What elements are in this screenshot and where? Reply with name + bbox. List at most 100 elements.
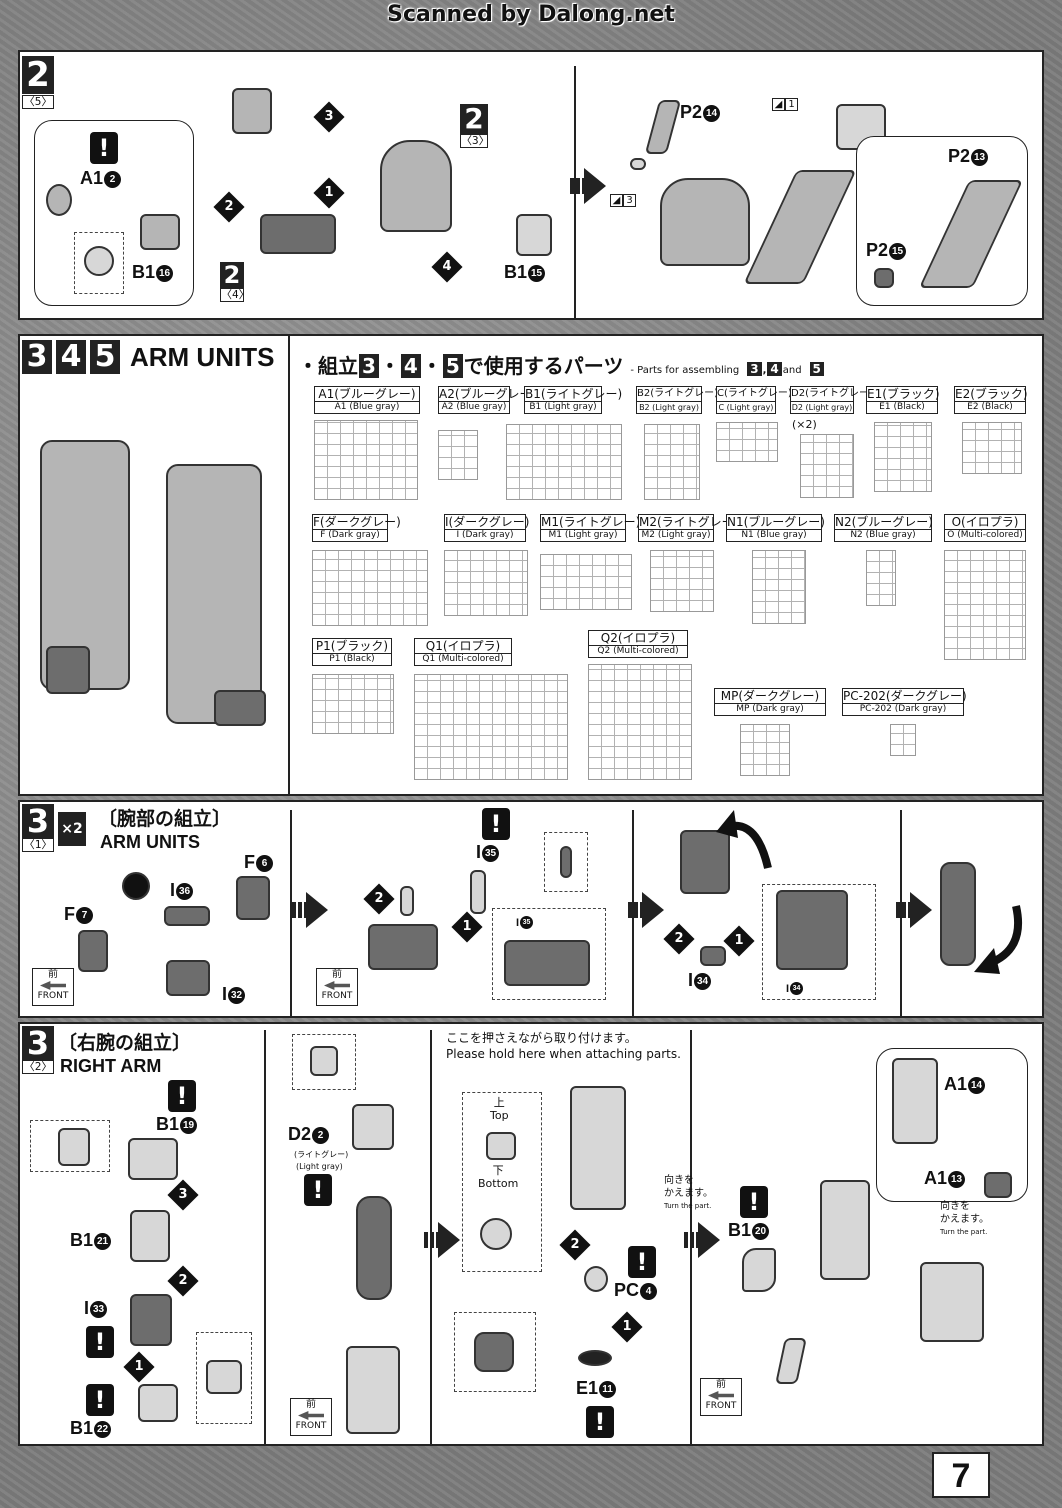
arm-preview-left-hand	[46, 646, 90, 694]
caution-icon: !	[86, 1384, 114, 1416]
step-number-3: 3	[22, 340, 52, 374]
runner-label-i: I(ダークグレー)I (Dark gray)	[444, 514, 530, 542]
inner-step-sub-left: 〈4〉	[220, 288, 250, 302]
part-forearm-inner	[368, 924, 438, 970]
part-lever	[400, 886, 414, 916]
caution-icon: !	[86, 1326, 114, 1358]
runner-image-b2	[644, 424, 700, 500]
caution-icon: !	[586, 1406, 614, 1438]
part-shoulder-plate	[232, 88, 272, 134]
polycap-side	[486, 1132, 516, 1160]
flow-arrow	[896, 892, 932, 928]
runner-label-n2: N2(ブルーグレー)N2 (Blue gray)	[834, 514, 933, 542]
part-forearm-detail	[504, 940, 590, 986]
section-title: ARM UNITS	[130, 342, 275, 372]
step-title-en: RIGHT ARM	[60, 1056, 162, 1076]
runner-image-mp	[740, 724, 790, 776]
sequence-3: 3	[167, 1179, 199, 1211]
runner-image-f	[312, 550, 428, 626]
runner-label-b1: B1(ライトグレー)B1 (Light gray)	[524, 386, 623, 414]
page-number: 7	[932, 1452, 990, 1498]
part-f6	[236, 876, 270, 920]
inner-step-sub: 〈3〉	[460, 134, 490, 148]
step-number-5: 5	[90, 340, 120, 374]
runner-image-i	[444, 550, 528, 616]
part-b1-19	[128, 1138, 178, 1180]
runner-image-m1	[540, 554, 632, 610]
part-b1-22	[138, 1384, 178, 1422]
part-small-tab	[630, 158, 646, 170]
flow-arrow	[628, 892, 664, 928]
part-a1-2	[46, 184, 72, 216]
flow-arrow	[424, 1222, 460, 1258]
d2-color-jp: (ライトグレー)	[294, 1150, 349, 1159]
runner-image-e2	[962, 422, 1022, 474]
runner-image-n2	[866, 550, 896, 606]
runner-image-m2	[650, 550, 714, 612]
turn-note-1: 向きをかえます。Turn the part.	[664, 1175, 713, 1210]
runner-label-m2: M2(ライトグレー)M2 (Light gray)	[638, 514, 739, 542]
caution-icon: !	[304, 1174, 332, 1206]
runner-label-e1: E1(ブラック)E1 (Black)	[866, 386, 940, 414]
runner-image-d2	[800, 434, 854, 498]
step3-2-divider-1	[264, 1030, 266, 1444]
step-number: 3	[22, 804, 54, 838]
part-a1-14	[892, 1058, 938, 1144]
sequence-2: 2	[663, 923, 695, 955]
part-f7	[78, 930, 108, 972]
part-d2	[352, 1104, 394, 1150]
part-b1-19-detail	[58, 1128, 90, 1166]
runner-label-a1: A1(ブルーグレー)A1 (Blue gray)	[314, 386, 420, 414]
hold-note-en: Please hold here when attaching parts.	[446, 1047, 681, 1061]
caution-icon: !	[168, 1080, 196, 1112]
rotate-arrow	[974, 905, 1023, 974]
runner-label-p1: P1(ブラック)P1 (Black)	[312, 638, 392, 666]
runner-image-e1	[874, 422, 932, 492]
inner-step-number: 2	[460, 104, 488, 134]
sequence-2: 2	[213, 191, 245, 223]
step-substep: 〈1〉	[22, 838, 54, 852]
arm-preview-right-hand	[214, 690, 266, 726]
part-forearm-upper	[356, 1196, 392, 1300]
part-b1-16	[140, 214, 180, 250]
sequence-1: 1	[611, 1311, 643, 1343]
flow-arrow	[570, 168, 606, 204]
part-a1-13	[984, 1172, 1012, 1198]
part-forearm-lower	[346, 1346, 400, 1434]
runner-image-p1	[312, 674, 394, 734]
runner-label-c: C(ライトグレー)C (Light gray)	[716, 386, 792, 414]
rotate-arrow	[716, 810, 772, 869]
step-substep: 〈5〉	[22, 95, 54, 109]
runner-label-b2: B2(ライトグレー)B2 (Light gray)	[636, 386, 719, 414]
sequence-2: 2	[363, 883, 395, 915]
runner-label-q1: Q1(イロプラ)Q1 (Multi-colored)	[414, 638, 512, 666]
part-elbow-assembly	[820, 1180, 870, 1280]
sequence-2: 2	[559, 1229, 591, 1261]
sequence-4: 4	[431, 251, 463, 283]
part-forearm-i34-detail	[776, 890, 848, 970]
sequence-1: 1	[313, 177, 345, 209]
runner-image-a2	[438, 430, 478, 480]
runner-image-b1	[506, 424, 622, 500]
part-i35	[470, 870, 486, 914]
turn-note-2: 向きをかえます。Turn the part.	[940, 1201, 989, 1236]
caution-icon: !	[628, 1246, 656, 1278]
